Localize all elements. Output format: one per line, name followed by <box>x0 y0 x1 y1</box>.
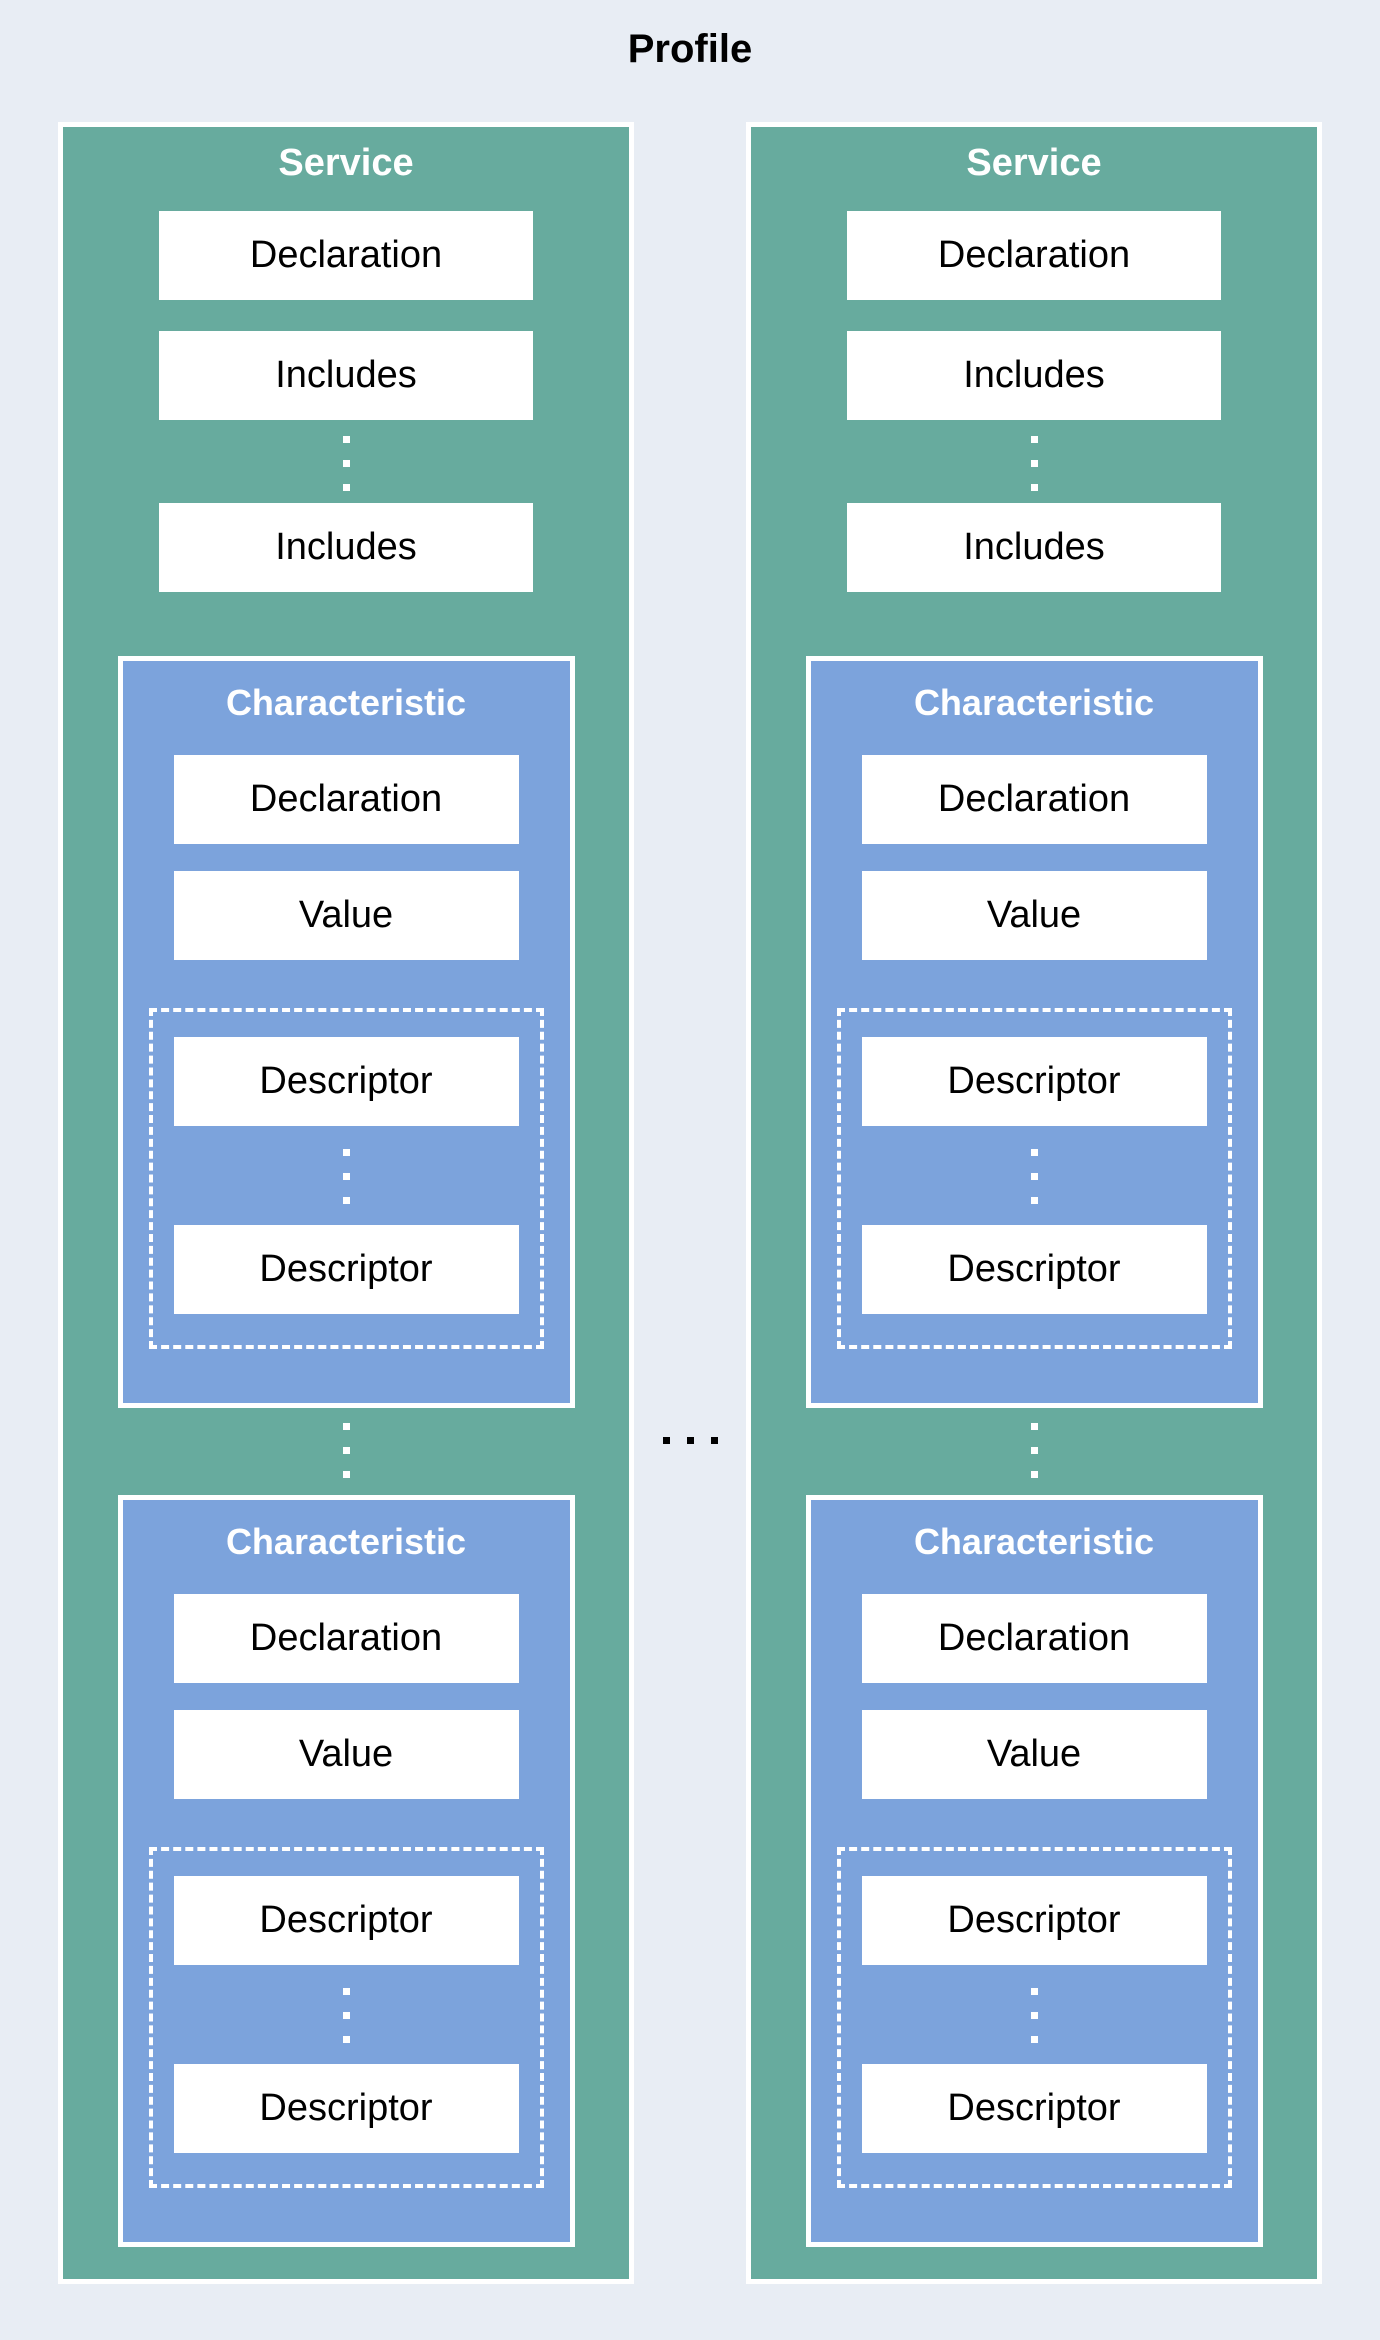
ellipsis-dot <box>1030 2036 1038 2043</box>
ellipsis-dot <box>342 484 350 491</box>
service-title: Service <box>966 142 1102 184</box>
service-includes-box: Includes <box>159 503 533 592</box>
characteristic-value-box: Value <box>861 871 1207 960</box>
descriptor-box: Descriptor <box>173 1876 519 1965</box>
ellipsis-dot <box>686 1437 694 1444</box>
ellipsis-dot <box>342 1423 350 1430</box>
descriptor-box: Descriptor <box>861 1876 1207 1965</box>
vertical-ellipsis-icon <box>841 1149 1228 1204</box>
ellipsis-dot <box>342 436 350 443</box>
vertical-ellipsis-icon <box>751 1423 1317 1478</box>
ellipsis-dot <box>710 1437 718 1444</box>
ellipsis-dot <box>342 2012 350 2019</box>
vertical-ellipsis-icon <box>153 1988 540 2043</box>
characteristic-declaration-box: Declaration <box>861 755 1207 844</box>
characteristic-declaration-box: Declaration <box>173 1594 519 1683</box>
characteristic-title: Characteristic <box>913 682 1155 723</box>
descriptor-box: Descriptor <box>173 2064 519 2153</box>
descriptor-group: Descriptor Descriptor <box>148 1847 544 2188</box>
descriptor-box: Descriptor <box>861 1225 1207 1314</box>
vertical-ellipsis-icon <box>63 1423 629 1478</box>
characteristic-value-box: Value <box>173 871 519 960</box>
descriptor-group: Descriptor Descriptor <box>836 1008 1232 1349</box>
ellipsis-dot <box>342 1173 350 1180</box>
vertical-ellipsis-icon <box>841 1988 1228 2043</box>
service-title: Service <box>278 142 414 184</box>
service-includes-box: Includes <box>159 331 533 420</box>
characteristic-value-box: Value <box>861 1710 1207 1799</box>
ellipsis-dot <box>1030 1149 1038 1156</box>
ellipsis-dot <box>662 1437 670 1444</box>
characteristic-title: Characteristic <box>913 1521 1155 1562</box>
ellipsis-dot <box>1030 2012 1038 2019</box>
page-title: Profile <box>627 27 753 71</box>
service-declaration-box: Declaration <box>847 211 1221 300</box>
vertical-ellipsis-icon <box>63 436 629 491</box>
horizontal-ellipsis-icon <box>0 1437 1380 1444</box>
characteristic-declaration-box: Declaration <box>861 1594 1207 1683</box>
ellipsis-dot <box>1030 1447 1038 1454</box>
ellipsis-dot <box>342 1447 350 1454</box>
characteristic-declaration-box: Declaration <box>173 755 519 844</box>
service-declaration-box: Declaration <box>159 211 533 300</box>
characteristic-title: Characteristic <box>225 1521 467 1562</box>
descriptor-box: Descriptor <box>173 1225 519 1314</box>
descriptor-group: Descriptor Descriptor <box>836 1847 1232 2188</box>
service-box: Service Declaration Includes Includes Ch… <box>58 122 634 2284</box>
vertical-ellipsis-icon <box>751 436 1317 491</box>
vertical-ellipsis-icon <box>153 1149 540 1204</box>
characteristic-box: Characteristic Declaration Value Descrip… <box>117 1495 575 2247</box>
ellipsis-dot <box>1030 460 1038 467</box>
ellipsis-dot <box>1030 1173 1038 1180</box>
ellipsis-dot <box>1030 484 1038 491</box>
ellipsis-dot <box>1030 1197 1038 1204</box>
characteristic-box: Characteristic Declaration Value Descrip… <box>805 656 1263 1408</box>
descriptor-box: Descriptor <box>861 1037 1207 1126</box>
ellipsis-dot <box>342 1197 350 1204</box>
characteristic-box: Characteristic Declaration Value Descrip… <box>117 656 575 1408</box>
ellipsis-dot <box>342 1988 350 1995</box>
descriptor-box: Descriptor <box>173 1037 519 1126</box>
service-box: Service Declaration Includes Includes Ch… <box>746 122 1322 2284</box>
ellipsis-dot <box>342 2036 350 2043</box>
service-includes-box: Includes <box>847 331 1221 420</box>
ellipsis-dot <box>1030 1988 1038 1995</box>
descriptor-box: Descriptor <box>861 2064 1207 2153</box>
characteristic-value-box: Value <box>173 1710 519 1799</box>
ellipsis-dot <box>1030 436 1038 443</box>
ellipsis-dot <box>1030 1423 1038 1430</box>
ellipsis-dot <box>342 460 350 467</box>
characteristic-title: Characteristic <box>225 682 467 723</box>
ellipsis-dot <box>342 1471 350 1478</box>
ellipsis-dot <box>342 1149 350 1156</box>
service-includes-box: Includes <box>847 503 1221 592</box>
characteristic-box: Characteristic Declaration Value Descrip… <box>805 1495 1263 2247</box>
ellipsis-dot <box>1030 1471 1038 1478</box>
descriptor-group: Descriptor Descriptor <box>148 1008 544 1349</box>
